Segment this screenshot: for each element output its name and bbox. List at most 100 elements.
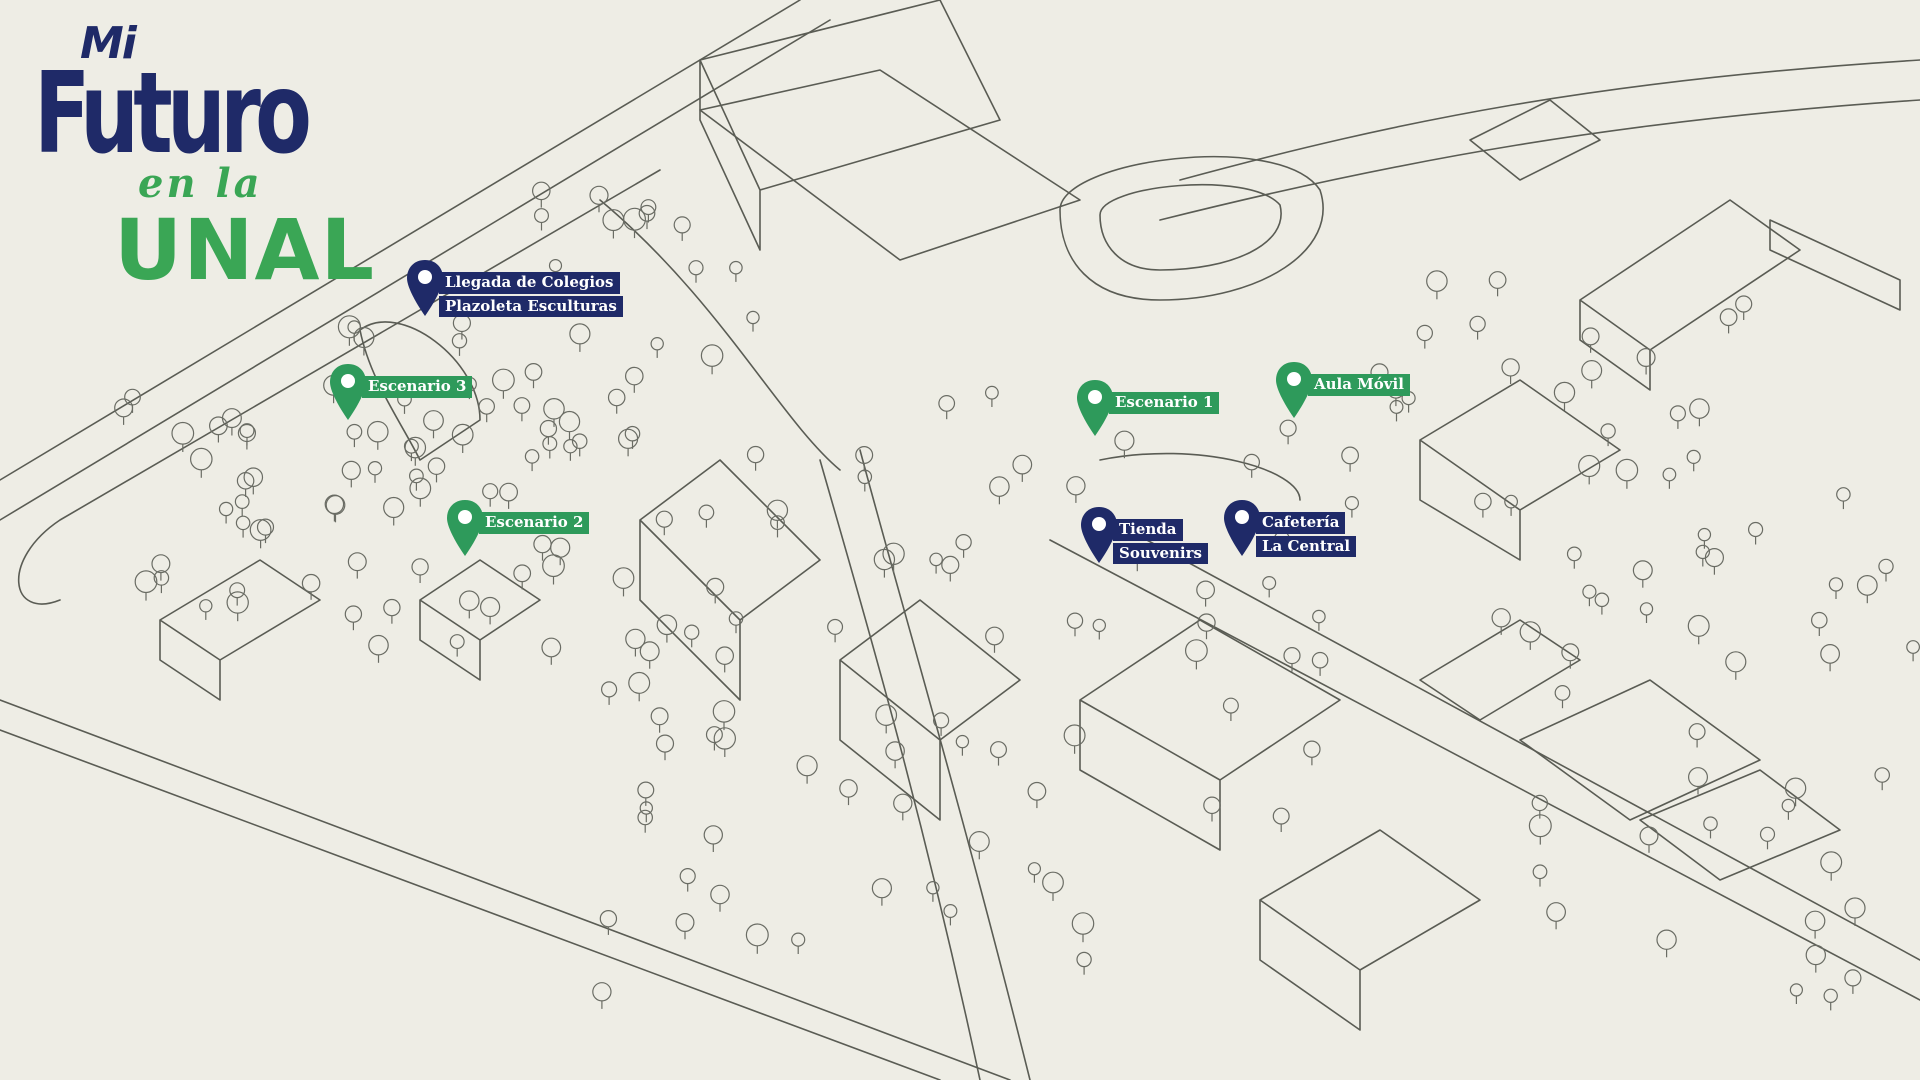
map-pin-icon [330,364,366,420]
tree-icon [655,734,675,753]
tree-icon [1687,767,1708,788]
tree-icon [423,410,444,431]
tree-icon [542,554,565,578]
tree-icon [229,582,246,599]
tree-icon [656,614,678,636]
tree-icon [1686,449,1701,464]
tree-icon [745,923,769,947]
tree-icon [1844,897,1866,919]
tree-icon [1615,458,1639,482]
tree-icon [675,912,695,932]
tree-icon [612,567,635,589]
tree-icon [1474,492,1492,511]
tree-icon [602,209,625,232]
tree-icon [1114,430,1135,451]
tree-icon [524,449,540,464]
tree-icon [531,181,551,201]
logo-en-la: en la [138,160,263,207]
tree-icon [1303,740,1321,758]
tree-icon [715,646,734,665]
tree-icon [1063,724,1086,747]
tree-icon [1594,592,1610,608]
tree-icon [875,704,898,726]
tree-icon [226,591,249,614]
tree-icon [684,624,700,640]
map-pin-icon [1081,507,1117,563]
tree-icon [478,398,495,415]
tree-icon [1781,798,1796,813]
tree-icon [1561,643,1580,662]
tree-icon [409,468,424,484]
tree-icon [1582,584,1597,599]
tree-icon [955,734,970,749]
tree-icon [796,755,818,777]
tree-icon [1656,929,1677,950]
tree-icon [770,515,785,530]
tree-icon [114,398,134,418]
tree-icon [1566,546,1582,562]
tree-icon [1501,358,1520,377]
tree-icon [592,982,612,1002]
tree-icon [1600,423,1616,439]
tree-icon [1805,944,1827,966]
building-center-c [1079,619,1341,851]
tree-icon [599,910,618,928]
building-south [1259,829,1481,1031]
tree-icon [548,259,563,273]
tree-icon [968,830,990,852]
tree-icon [239,423,255,439]
tree-icon [1488,271,1507,289]
tree-icon [1704,547,1725,568]
tree-icon [607,388,626,407]
tree-icon [1076,951,1092,968]
road-main-south [0,699,1011,1080]
road-center-south-2 [859,449,1031,1080]
tree-icon [513,564,532,583]
tree-icon [1279,419,1297,437]
road-central-loop [599,199,841,471]
tree-icon [1856,575,1878,596]
pin-label-line1: Cafetería [1256,512,1346,534]
tree-icon [346,423,363,440]
parking [1419,619,1581,721]
tree-icon [221,408,242,429]
tree-icon [451,333,468,349]
tree-icon [367,461,383,476]
tree-icon [1184,639,1208,662]
road-northeast [1179,59,1920,181]
tree-icon [1789,983,1804,997]
tree-icon [542,436,558,452]
tree-icon [1578,454,1601,478]
tree-icon [480,596,501,618]
tree-icon [543,397,565,420]
road-west-curve [17,169,661,605]
tree-icon [1066,476,1086,496]
sports-field [1519,679,1761,821]
tree-icon [926,881,940,895]
tree-icon [1725,651,1747,673]
tree-icon [1636,348,1656,368]
tree-icon [1546,902,1566,922]
tree-icon [1012,454,1033,475]
tree-icon [449,634,465,650]
tree-icon [1243,453,1260,471]
tree-icon [341,460,361,480]
tree-icon [639,641,660,662]
tree-icon [344,605,363,623]
logo-unal: UNAL [114,201,376,299]
tree-icon [1662,467,1677,482]
tree-icon [499,482,519,502]
tree-icon [1531,794,1549,812]
pin-label-line1: Tienda [1113,519,1183,541]
trees [114,181,1920,1011]
tree-icon [383,496,405,519]
tree-icon [1820,851,1843,874]
map-pin-icon [407,260,443,316]
tree-icon [1820,644,1840,664]
tree-icon [337,315,361,339]
tree-icon [1262,575,1277,590]
pin-label-line1: Llegada de Colegios [439,272,620,294]
tree-icon [1071,912,1095,935]
